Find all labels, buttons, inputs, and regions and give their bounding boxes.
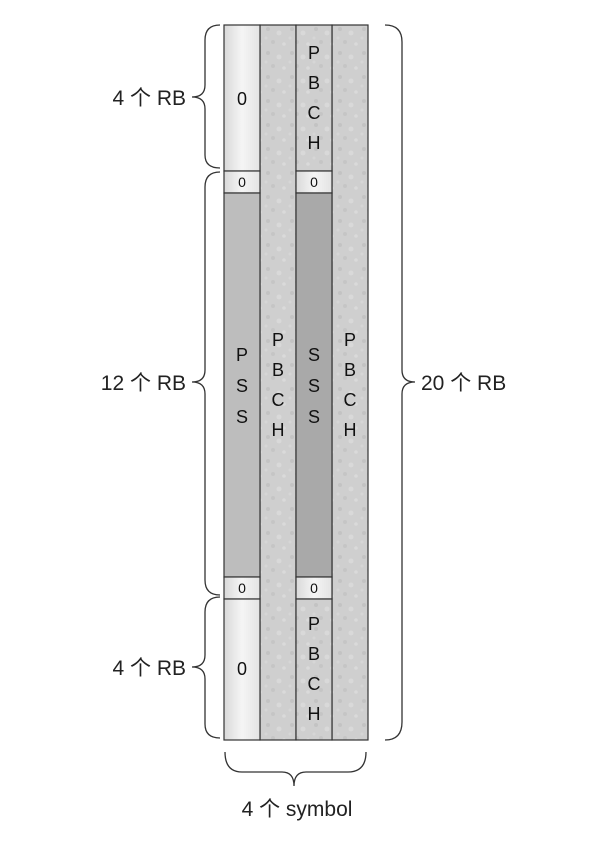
pbch-col3-top-letter-c: C bbox=[308, 103, 321, 123]
pbch-col4-letter-b: B bbox=[344, 360, 356, 380]
label-symbols: 4 个 symbol bbox=[242, 798, 353, 821]
sss-letter-2: S bbox=[308, 376, 320, 396]
sss-letter-1: S bbox=[308, 345, 320, 365]
col1-top-guard-value: 0 bbox=[238, 174, 246, 190]
pbch-col2-letter-c: C bbox=[272, 390, 285, 410]
brace-bottom-4rb bbox=[191, 596, 221, 739]
label-total-rb: 20 个 RB bbox=[421, 372, 506, 395]
pss-letter-1: P bbox=[236, 345, 248, 365]
sss-letter-3: S bbox=[308, 407, 320, 427]
pbch-col3-top-letter-b: B bbox=[308, 73, 320, 93]
col3-bottom-guard-value: 0 bbox=[310, 580, 318, 596]
col1-bottom-value: 0 bbox=[237, 659, 247, 679]
pbch-col4-letter-p: P bbox=[344, 330, 356, 350]
label-middle-rb: 12 个 RB bbox=[101, 372, 186, 395]
col3-top-guard-value: 0 bbox=[310, 174, 318, 190]
pbch-col3-bottom-letter-b: B bbox=[308, 644, 320, 664]
pbch-col4-letter-h: H bbox=[344, 420, 357, 440]
pbch-col3-bottom bbox=[295, 598, 333, 741]
pss-letter-2: S bbox=[236, 376, 248, 396]
brace-middle-12rb bbox=[191, 171, 221, 596]
col1-bottom-guard-value: 0 bbox=[238, 580, 246, 596]
pss-block bbox=[223, 192, 261, 578]
pbch-col3-top bbox=[295, 24, 333, 172]
col1-bottom-cell bbox=[223, 598, 261, 741]
pbch-col2-letter-h: H bbox=[272, 420, 285, 440]
brace-right-20rb bbox=[384, 24, 416, 741]
pbch-col2-letter-b: B bbox=[272, 360, 284, 380]
label-bottom-rb: 4 个 RB bbox=[112, 657, 186, 680]
pbch-col3-bottom-letter-p: P bbox=[308, 614, 320, 634]
brace-top-4rb bbox=[191, 24, 221, 169]
pbch-col3-bottom-letter-h: H bbox=[308, 704, 321, 724]
pbch-col2-letter-p: P bbox=[272, 330, 284, 350]
pbch-col3-top-letter-p: P bbox=[308, 43, 320, 63]
pbch-column-4 bbox=[331, 24, 369, 741]
pbch-col3-top-letter-h: H bbox=[308, 133, 321, 153]
pbch-col3-bottom-letter-c: C bbox=[308, 674, 321, 694]
label-top-rb: 4 个 RB bbox=[112, 87, 186, 110]
col1-top-value: 0 bbox=[237, 89, 247, 109]
pbch-col4-letter-c: C bbox=[344, 390, 357, 410]
col1-top-cell bbox=[223, 24, 261, 172]
pbch-column-2 bbox=[259, 24, 297, 741]
brace-bottom-4symbol bbox=[224, 751, 367, 787]
pss-letter-3: S bbox=[236, 407, 248, 427]
